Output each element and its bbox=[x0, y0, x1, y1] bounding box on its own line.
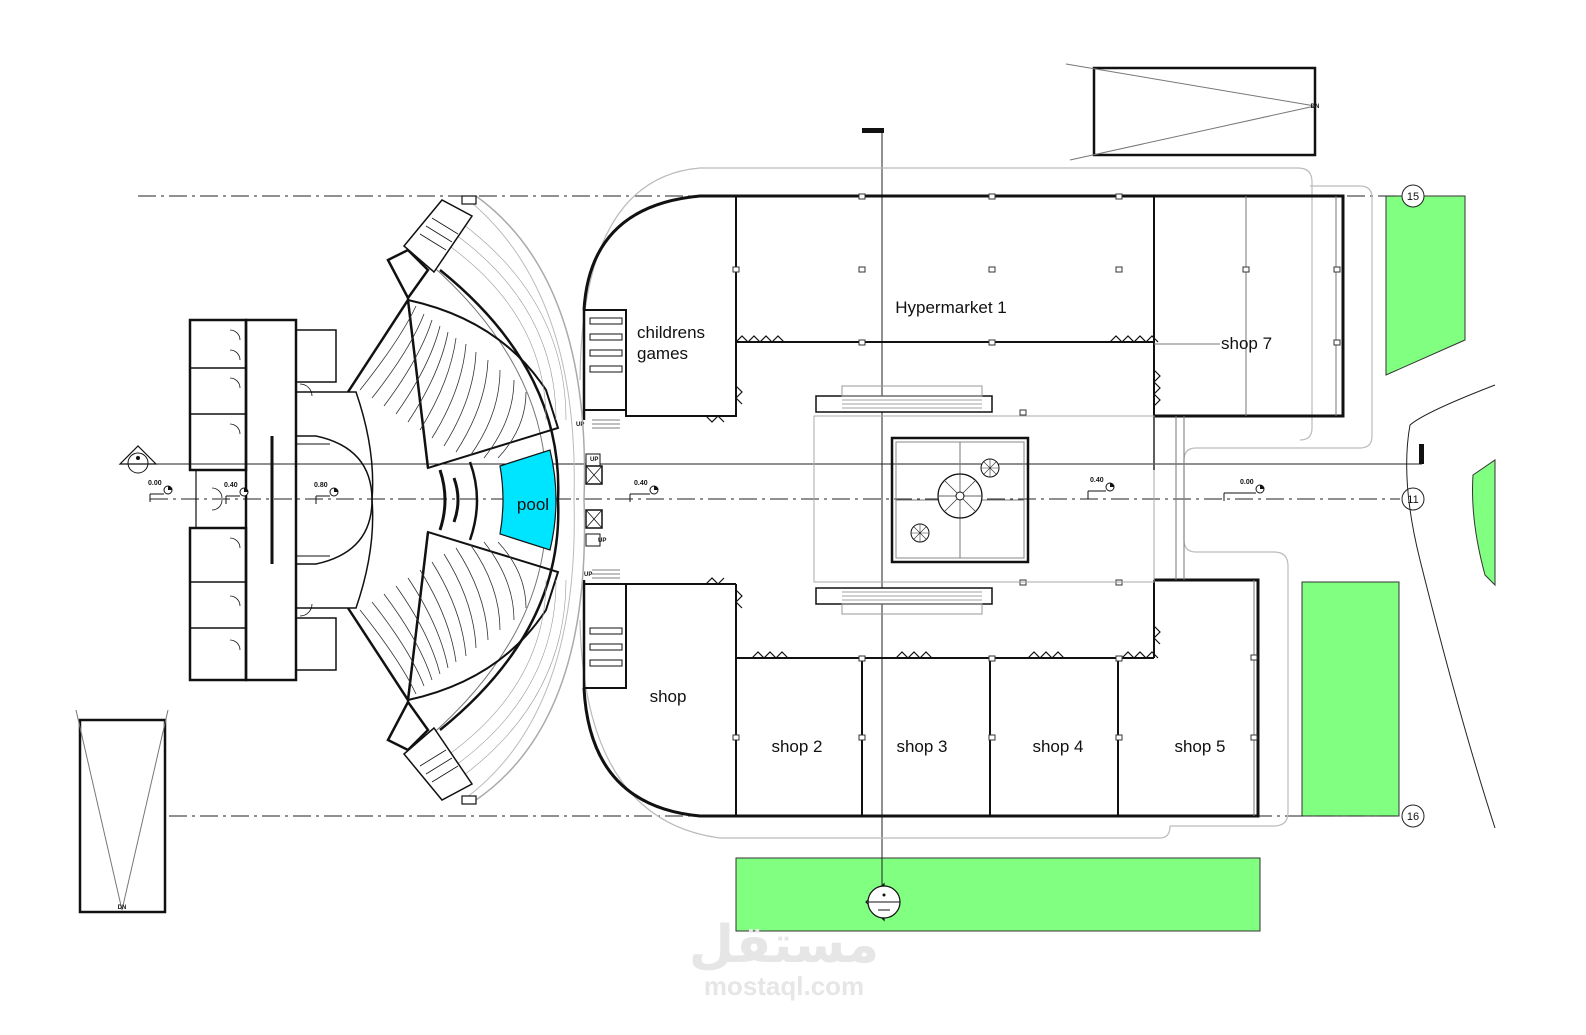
green-area-right-lower bbox=[1301, 581, 1400, 817]
west-wing bbox=[118, 318, 374, 682]
entrance-core: UP UP UP UP bbox=[576, 317, 623, 667]
stair-up-1: UP bbox=[576, 422, 584, 428]
label-shop3: shop 3 bbox=[896, 737, 947, 756]
watermark: مستقل mostaql.com bbox=[689, 915, 879, 1001]
label-childrens: childrens bbox=[637, 323, 705, 342]
svg-text:0.00: 0.00 bbox=[1240, 479, 1254, 486]
label-shop5: shop 5 bbox=[1174, 737, 1225, 756]
grid-bubble-11 bbox=[1401, 487, 1425, 511]
stair-up-2: UP bbox=[590, 457, 598, 463]
section-marker-south bbox=[865, 882, 901, 922]
level-marker-6: 0.00 bbox=[1223, 479, 1265, 501]
label-shop4: shop 4 bbox=[1032, 737, 1083, 756]
level-marker-3: 0.80 bbox=[314, 482, 339, 504]
ramp-top-dn: DN bbox=[1311, 104, 1320, 110]
room-labels: Hypermarket 1 childrens games shop 7 poo… bbox=[517, 298, 1272, 756]
svg-text:0.40: 0.40 bbox=[1090, 477, 1104, 484]
grid-label-15: 15 bbox=[1407, 191, 1419, 203]
label-shop2: shop 2 bbox=[771, 737, 822, 756]
level-markers: 0.00 0.40 0.80 0.40 0.40 0.00 bbox=[148, 477, 1265, 504]
label-hypermarket: Hypermarket 1 bbox=[895, 298, 1006, 317]
level-marker-5: 0.40 bbox=[1087, 477, 1115, 499]
watermark-latin: mostaql.com bbox=[704, 971, 864, 1001]
stair-up-4: UP bbox=[584, 572, 592, 578]
label-games: games bbox=[637, 344, 688, 363]
watermark-arabic: مستقل bbox=[689, 915, 879, 975]
central-atrium bbox=[813, 385, 1155, 615]
amphitheatre bbox=[346, 195, 586, 805]
grid-bubble-15 bbox=[1401, 184, 1425, 208]
label-shop7: shop 7 bbox=[1221, 334, 1272, 353]
svg-text:0.00: 0.00 bbox=[148, 480, 162, 487]
grid-label-16: 16 bbox=[1407, 811, 1419, 823]
pool-water bbox=[499, 449, 557, 551]
ramp-top: DN bbox=[1065, 63, 1320, 161]
main-building bbox=[582, 193, 1345, 818]
label-pool: pool bbox=[517, 495, 549, 514]
level-marker-4: 0.40 bbox=[629, 480, 659, 502]
green-area-bottom bbox=[735, 857, 1261, 932]
svg-text:0.40: 0.40 bbox=[634, 480, 648, 487]
level-marker-2: 0.40 bbox=[224, 482, 249, 504]
grid-axes: 15 11 16 bbox=[120, 128, 1425, 900]
landscape-areas bbox=[735, 195, 1496, 932]
green-area-right bbox=[1472, 459, 1496, 587]
svg-text:0.80: 0.80 bbox=[314, 482, 328, 489]
grid-bubble-16 bbox=[1401, 804, 1425, 828]
ramp-bottom-left: DN bbox=[75, 709, 169, 914]
label-shop: shop bbox=[650, 687, 687, 706]
ramp-bottom-dn: DN bbox=[118, 905, 127, 911]
stair-up-3: UP bbox=[598, 538, 606, 544]
grid-label-11: 11 bbox=[1407, 494, 1418, 506]
svg-text:0.40: 0.40 bbox=[224, 482, 238, 489]
section-marker-west bbox=[118, 445, 158, 465]
level-marker-1: 0.00 bbox=[148, 480, 173, 502]
green-area-top-right bbox=[1385, 195, 1466, 376]
